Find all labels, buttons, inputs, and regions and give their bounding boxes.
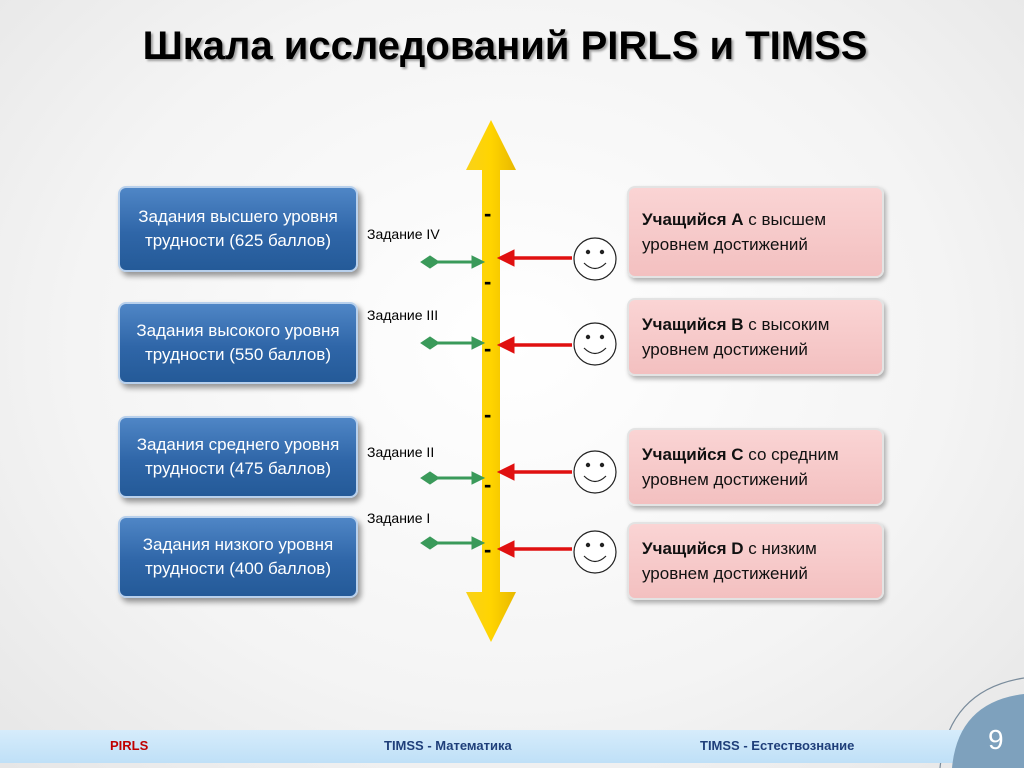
smiley-icon-a bbox=[573, 237, 617, 281]
student-description: с низким уровнем достижений bbox=[642, 539, 817, 583]
student-box-c: Учащийся С со средним уровнем достижений bbox=[627, 428, 884, 506]
scale-mark: - bbox=[484, 269, 492, 294]
task-box-text: Задания среднего уровня трудности (475 б… bbox=[136, 435, 340, 478]
scale-axis-arrow bbox=[466, 120, 516, 642]
task-box-highest: Задания высшего уровня трудности (625 ба… bbox=[118, 186, 358, 272]
scale-mark: - bbox=[484, 472, 492, 497]
student-description: с высоким уровнем достижений bbox=[642, 315, 830, 359]
scale-mark: - bbox=[484, 201, 492, 226]
student-name: Учащийся А bbox=[642, 210, 744, 229]
footer-pirls: PIRLS bbox=[110, 738, 149, 753]
task-box-medium: Задания среднего уровня трудности (475 б… bbox=[118, 416, 358, 498]
student-name: Учащийся D bbox=[642, 539, 744, 558]
task-label-ii: Задание II bbox=[367, 444, 435, 460]
student-name: Учащийся В bbox=[642, 315, 744, 334]
scale-mark: - bbox=[484, 537, 492, 562]
task-box-text: Задания высокого уровня трудности (550 б… bbox=[136, 321, 340, 364]
page-number: 9 bbox=[988, 724, 1004, 755]
scale-mark: - bbox=[484, 336, 492, 361]
task-box-high: Задания высокого уровня трудности (550 б… bbox=[118, 302, 358, 384]
student-box-b: Учащийся В с высоким уровнем достижений bbox=[627, 298, 884, 376]
task-label-iii: Задание III bbox=[367, 307, 439, 323]
task-label-i: Задание I bbox=[367, 510, 431, 526]
scale-mark: - bbox=[484, 402, 492, 427]
task-box-low: Задания низкого уровня трудности (400 ба… bbox=[118, 516, 358, 598]
footer-timss-science: TIMSS - Естествознание bbox=[700, 738, 855, 753]
task-box-text: Задания высшего уровня трудности (625 ба… bbox=[138, 207, 338, 250]
footer-band bbox=[0, 730, 1024, 763]
footer-timss-math: TIMSS - Математика bbox=[384, 738, 512, 753]
slide-title: Шкала исследований PIRLS и TIMSS bbox=[142, 24, 868, 68]
task-box-text: Задания низкого уровня трудности (400 ба… bbox=[142, 535, 334, 578]
task-label-iv: Задание IV bbox=[367, 226, 440, 242]
smiley-icons bbox=[573, 237, 617, 574]
smiley-icon-c bbox=[573, 450, 617, 494]
student-description: с высшем уровнем достижений bbox=[642, 210, 827, 254]
student-name: Учащийся С bbox=[642, 445, 744, 464]
task-arrows bbox=[420, 255, 486, 550]
smiley-icon-b bbox=[573, 322, 617, 366]
student-arrows bbox=[496, 249, 572, 558]
student-box-a: Учащийся А с высшем уровнем достижений bbox=[627, 186, 884, 278]
student-box-d: Учащийся D с низким уровнем достижений bbox=[627, 522, 884, 600]
student-description: со средним уровнем достижений bbox=[642, 445, 839, 489]
smiley-icon-d bbox=[573, 530, 617, 574]
